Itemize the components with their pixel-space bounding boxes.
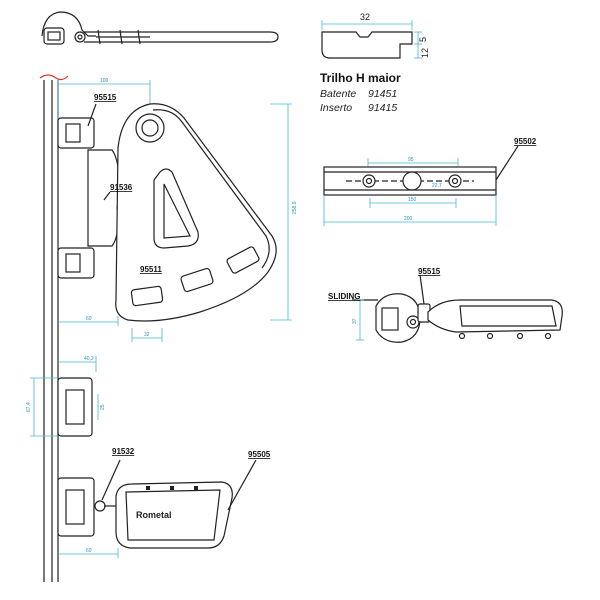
spec-row-code: 91451 — [368, 88, 397, 100]
spec-row-label: Inserto — [320, 102, 352, 114]
brand-mark: Rometal — [136, 510, 172, 520]
dim-rail-200: 200 — [404, 216, 413, 222]
profile-width-label: 32 — [360, 12, 370, 22]
part-label-95515-side: 95515 — [418, 267, 441, 276]
part-label-95515: 95515 — [94, 93, 117, 102]
rail-profile-section: 32 5 12 — [321, 12, 430, 59]
middle-hinge: 40,2 67,4 25 — [26, 356, 106, 437]
part-label-91532: 91532 — [112, 447, 135, 456]
part-label-91536: 91536 — [110, 183, 133, 192]
dim-slot-32: 32 — [144, 332, 150, 338]
dim-offset-60: 60 — [86, 316, 92, 322]
part-label-95505: 95505 — [248, 450, 271, 459]
spec-row-label: Batente — [320, 88, 356, 100]
part-label-95511: 95511 — [140, 265, 162, 274]
part-label-95502: 95502 — [514, 137, 537, 146]
sliding-side-view: 37 — [352, 274, 563, 343]
dim-rail-150: 150 — [408, 197, 417, 203]
dim-offset-60-bottom: 60 — [86, 548, 92, 554]
spec-row-code: 91415 — [368, 102, 397, 114]
dim-side-37: 37 — [352, 318, 358, 324]
spec-title: Trilho H maior — [320, 71, 401, 85]
spec-block: Trilho H maior Batente 91451 Inserto 914… — [320, 71, 401, 114]
profile-dim-5: 5 — [418, 37, 428, 42]
dim-rail-22: 22,7 — [432, 183, 442, 189]
top-plan-view — [41, 11, 279, 45]
sliding-label: SLIDING — [328, 292, 360, 301]
dim-plate-height: 258.9 — [292, 201, 298, 214]
upper-pivot-assembly: 100 258.9 60 32 — [57, 78, 298, 342]
bottom-hinge-assembly: Rometal 60 — [57, 459, 257, 558]
dim-hinge-25: 25 — [100, 404, 106, 410]
break-marker — [39, 74, 69, 81]
rail-top-view: 95 22,7 150 200 — [323, 145, 519, 226]
dim-hinge-40: 40,2 — [84, 356, 94, 362]
dim-plate-width: 100 — [100, 78, 109, 84]
dim-rail-95: 95 — [408, 157, 414, 163]
profile-dim-12: 12 — [420, 48, 430, 58]
dim-hinge-67: 67,4 — [26, 402, 32, 412]
